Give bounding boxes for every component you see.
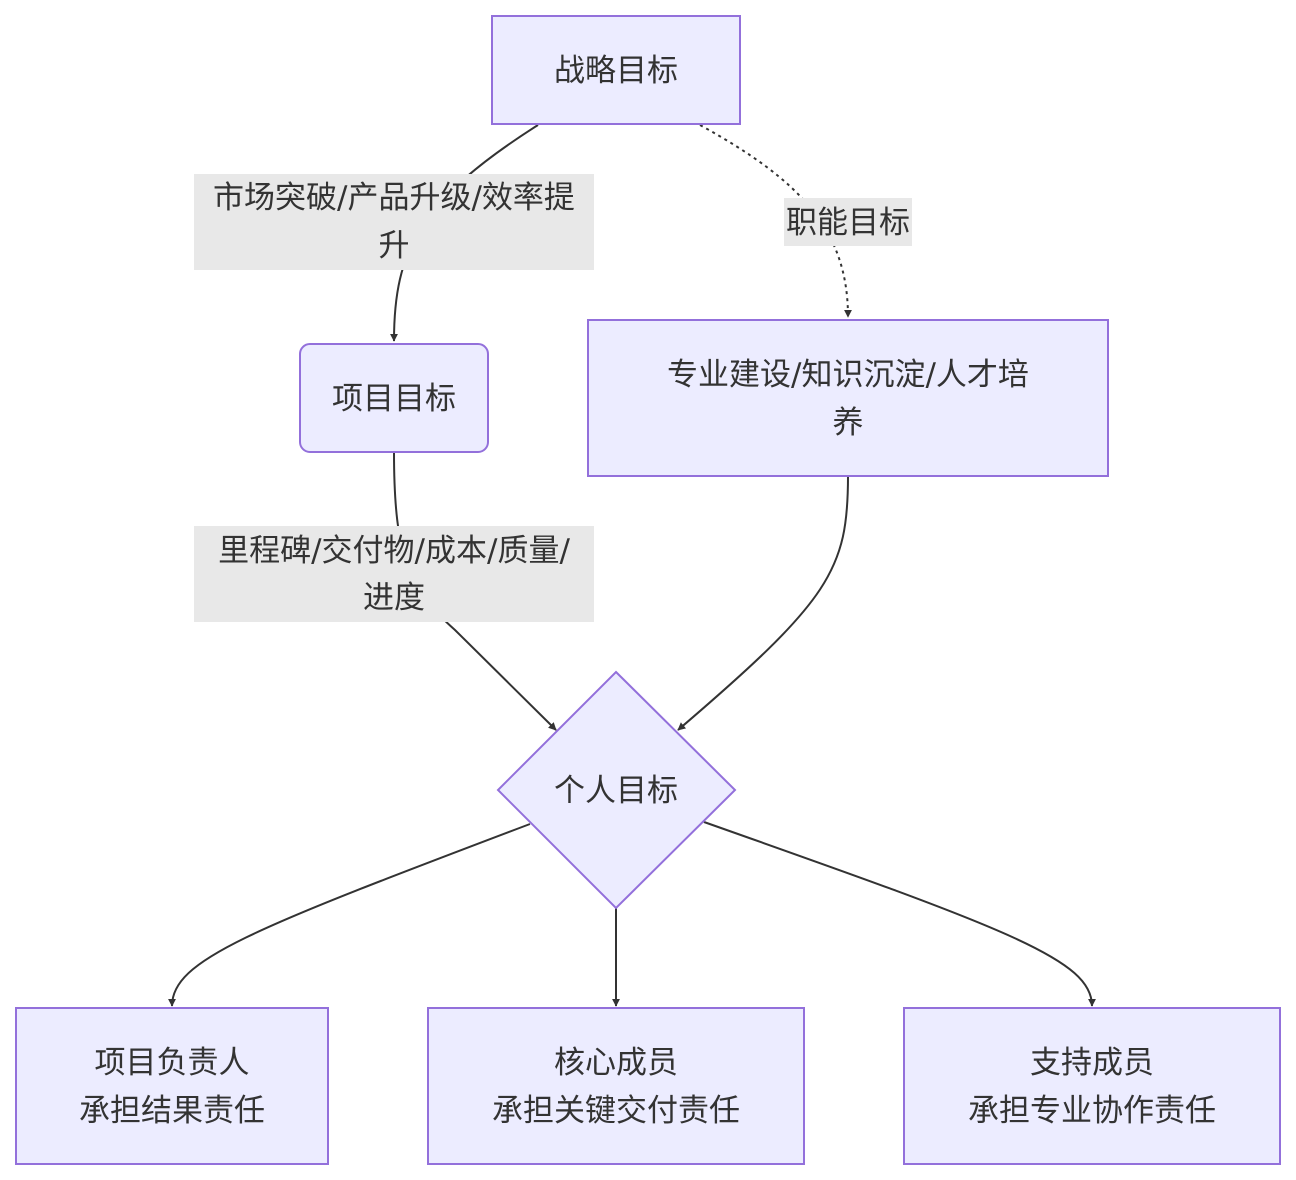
- edge-label-text: 职能目标: [786, 205, 910, 241]
- node-label: 个人目标: [554, 773, 678, 809]
- node-label-line2: 承担关键交付责任: [492, 1093, 740, 1129]
- node-label: 战略目标: [554, 53, 678, 89]
- edge-label-line2: 进度: [363, 580, 425, 616]
- edge-label-line2: 升: [379, 228, 410, 264]
- node-support-member: 支持成员 承担专业协作责任: [903, 1007, 1281, 1165]
- node-label-line1: 专业建设/知识沉淀/人才培: [667, 357, 1029, 393]
- node-label-line1: 支持成员: [1030, 1045, 1154, 1081]
- node-project-goal: 项目目标: [299, 343, 489, 453]
- node-functional-goal: 专业建设/知识沉淀/人才培 养: [587, 319, 1109, 477]
- edge-personal-to-support: [703, 821, 1096, 1007]
- node-label-line1: 项目负责人: [95, 1045, 250, 1081]
- edge-personal-to-lead: [168, 823, 531, 1007]
- node-strategic-goal: 战略目标: [491, 15, 741, 125]
- node-label: 项目目标: [332, 381, 456, 417]
- node-label-line1: 核心成员: [554, 1045, 678, 1081]
- node-core-member: 核心成员 承担关键交付责任: [427, 1007, 805, 1165]
- node-label-line2: 承担专业协作责任: [968, 1093, 1216, 1129]
- node-label-line2: 养: [833, 405, 864, 441]
- edge-label-strategic-to-functional: 职能目标: [784, 198, 912, 246]
- edge-label-line1: 里程碑/交付物/成本/质量/: [218, 533, 570, 569]
- node-project-lead: 项目负责人 承担结果责任: [15, 1007, 329, 1165]
- edge-label-line1: 市场突破/产品升级/效率提: [213, 180, 575, 216]
- node-personal-goal: 个人目标: [496, 670, 737, 910]
- edge-label-strategic-to-project: 市场突破/产品升级/效率提 升: [194, 174, 594, 270]
- edge-label-project-to-personal: 里程碑/交付物/成本/质量/ 进度: [194, 526, 594, 622]
- edge-functional-to-personal: [677, 475, 849, 731]
- node-label-line2: 承担结果责任: [79, 1093, 265, 1129]
